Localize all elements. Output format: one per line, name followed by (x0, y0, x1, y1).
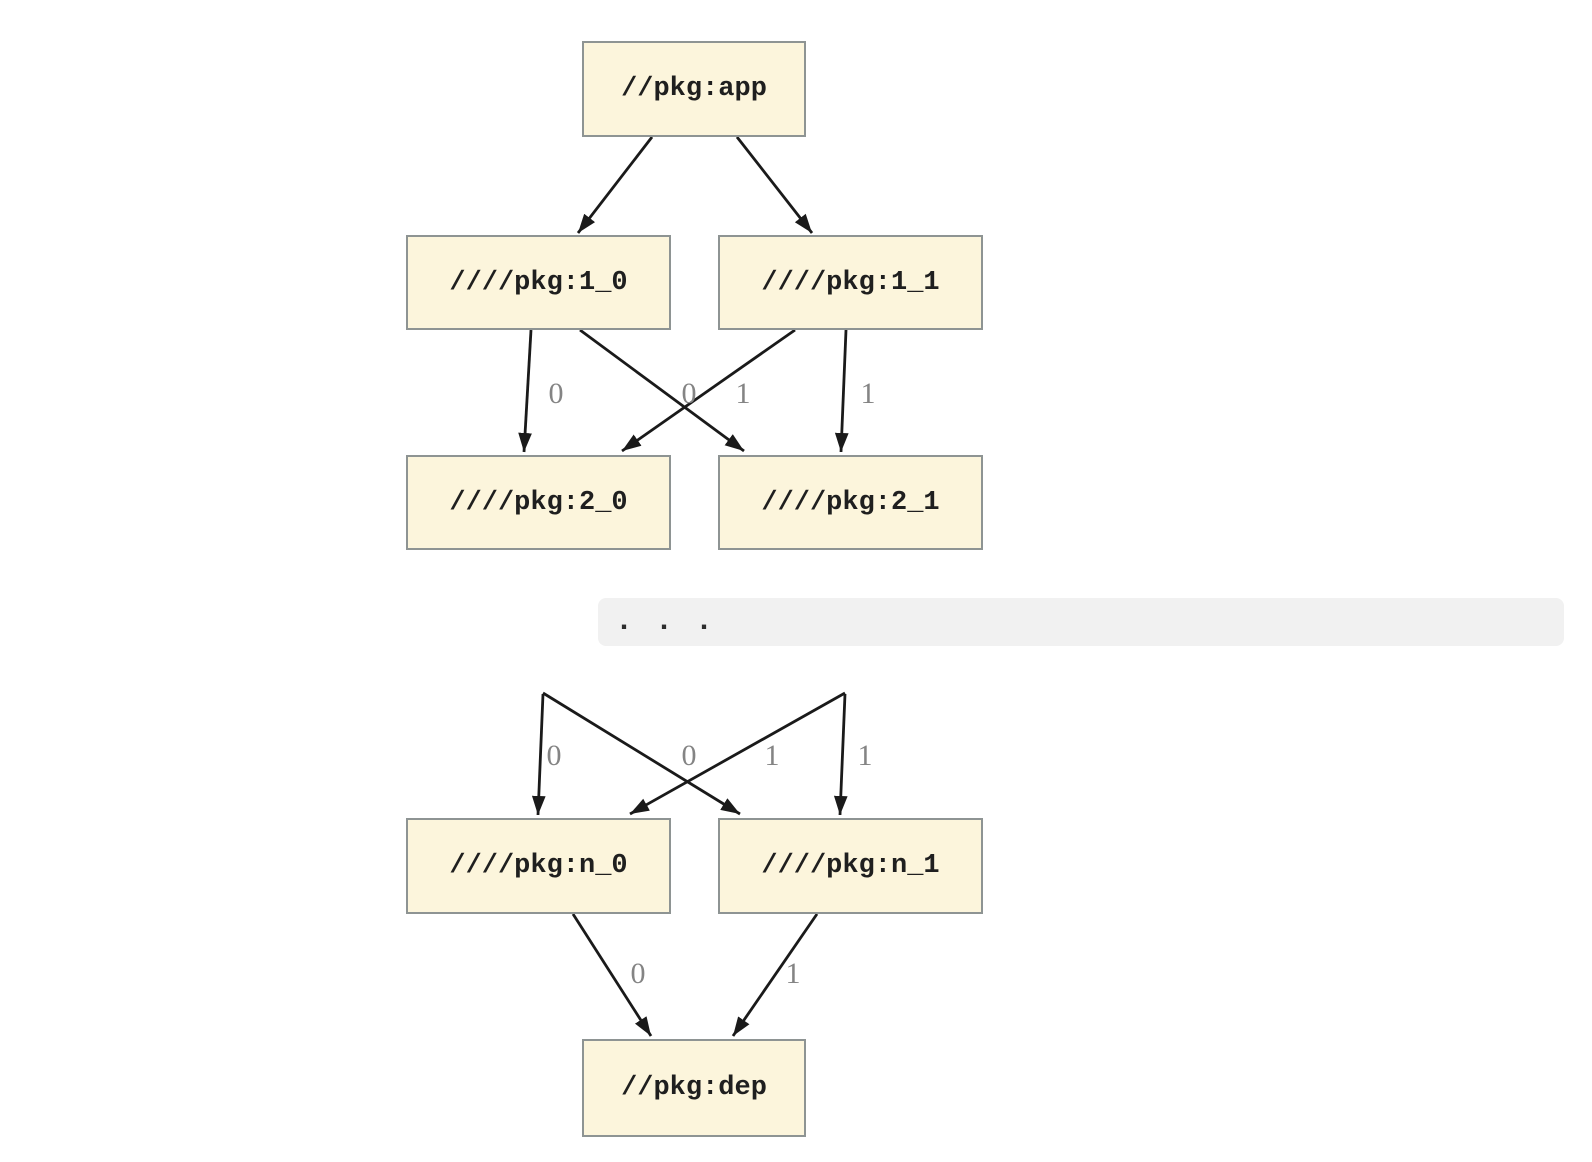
node-label: //pkg:app (621, 74, 767, 104)
node-pkg-n_0: ////pkg:n_0 (406, 818, 671, 914)
elided-levels-band: . . . (598, 598, 1564, 646)
node-pkg-2_1: ////pkg:2_1 (718, 455, 983, 550)
node-label: ////pkg:2_0 (449, 487, 628, 518)
edge-elided-cross-to-n_1 (542, 691, 741, 816)
edge-label: 1 (736, 377, 751, 410)
edge-label: 0 (549, 377, 564, 410)
edge-elided-to-n_0 (531, 693, 546, 816)
edge-label: 0 (682, 739, 697, 772)
node-pkg-2_0: ////pkg:2_0 (406, 455, 671, 550)
edge-1_1-to-2_0 (621, 328, 796, 453)
edge-label: 1 (861, 377, 876, 410)
edge-elided-to-n_1 (833, 693, 848, 816)
edge-label: 1 (858, 739, 873, 772)
edge-app-to-1_0 (576, 136, 654, 234)
node-label: ////pkg:2_1 (761, 487, 940, 518)
edge-n_1-to-dep (731, 913, 819, 1037)
edge-label: 0 (682, 377, 697, 410)
edge-app-to-1_1 (735, 136, 814, 234)
node-label: ////pkg:n_1 (761, 851, 940, 881)
node-pkg-1_1: ////pkg:1_1 (718, 235, 983, 330)
edge-label: 0 (631, 957, 646, 990)
edge-label: 1 (786, 957, 801, 990)
edge-label: 1 (765, 739, 780, 772)
ellipsis-dots: . . . (615, 605, 716, 639)
node-label: ////pkg:1_0 (449, 267, 628, 298)
edge-1_0-to-2_0 (518, 329, 533, 453)
node-pkg-dep: //pkg:dep (582, 1039, 806, 1137)
node-pkg-1_0: ////pkg:1_0 (406, 235, 671, 330)
edge-n_0-to-dep (571, 913, 653, 1037)
node-pkg-n_1: ////pkg:n_1 (718, 818, 983, 914)
node-pkg-app: //pkg:app (582, 41, 806, 137)
node-label: //pkg:dep (621, 1073, 767, 1103)
node-label: ////pkg:1_1 (761, 267, 940, 298)
edge-elided-cross-to-n_0 (629, 691, 846, 816)
edge-label: 0 (547, 739, 562, 772)
edge-1_0-to-2_1 (579, 328, 745, 453)
edge-1_1-to-2_1 (834, 329, 849, 453)
node-label: ////pkg:n_0 (449, 851, 628, 881)
